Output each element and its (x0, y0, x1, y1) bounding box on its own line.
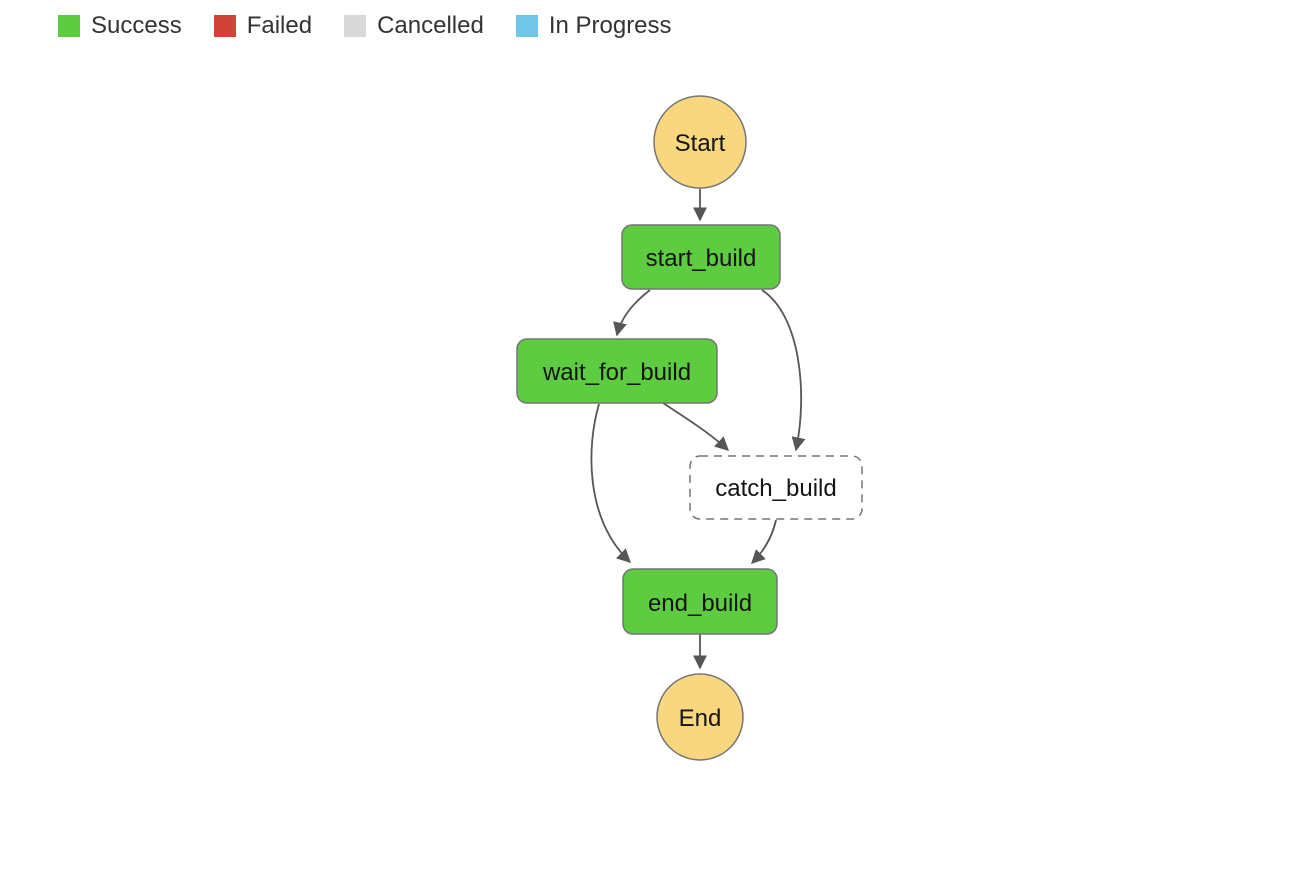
edge-wait-for-build-to-catch-build (662, 402, 730, 451)
node-catch-build-label: catch_build (715, 475, 836, 502)
node-wait-for-build[interactable]: wait_for_build (516, 338, 718, 404)
node-catch-build[interactable]: catch_build (689, 455, 863, 520)
edge-start-build-to-catch-build (761, 289, 806, 452)
status-legend: Success Failed Cancelled In Progress (58, 14, 672, 38)
node-start-label: Start (675, 130, 726, 157)
legend-item-failed: Failed (213, 12, 313, 39)
node-end-build[interactable]: end_build (622, 568, 778, 635)
edge-start-build-to-wait-for-build (613, 289, 651, 337)
legend-item-in-progress: In Progress (515, 12, 672, 39)
node-layer: Start start_build wait_for_build catch_b… (516, 95, 863, 761)
legend-item-cancelled: Cancelled (344, 14, 484, 38)
in-progress-swatch (515, 15, 538, 37)
legend-item-success: Success (58, 14, 182, 38)
edge-layer (590, 189, 806, 670)
legend-label-success: Success (91, 12, 182, 39)
edge-catch-build-to-end-build (751, 519, 777, 564)
success-swatch (58, 15, 80, 37)
node-wait-for-build-label: wait_for_build (542, 359, 691, 386)
node-end-build-label: end_build (648, 590, 752, 617)
cancelled-swatch (344, 15, 367, 37)
legend-label-cancelled: Cancelled (377, 12, 484, 39)
node-end[interactable]: End (656, 673, 744, 761)
legend-label-in-progress: In Progress (548, 12, 672, 39)
node-end-label: End (679, 705, 722, 732)
edge-wait-for-build-to-end-build (590, 403, 632, 563)
node-start-build[interactable]: start_build (621, 224, 781, 290)
node-start[interactable]: Start (653, 95, 747, 189)
legend-label-failed: Failed (246, 12, 313, 39)
node-start-build-label: start_build (646, 245, 757, 272)
failed-swatch (213, 15, 236, 37)
